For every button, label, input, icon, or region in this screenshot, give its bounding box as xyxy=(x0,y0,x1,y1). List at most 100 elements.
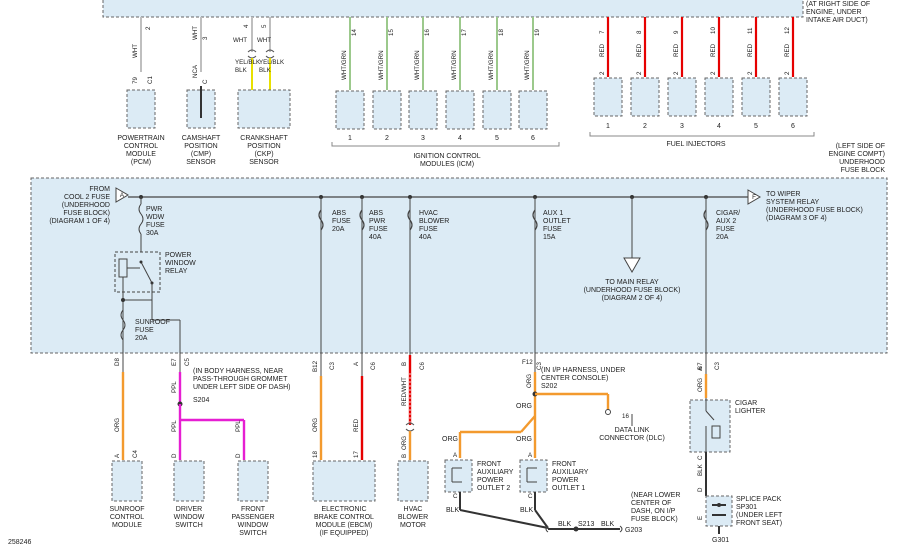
icm-pin-label: 19 xyxy=(534,29,541,36)
svg-text:C: C xyxy=(528,493,533,500)
icm-number: 5 xyxy=(495,135,499,142)
svg-text:PASSENGER: PASSENGER xyxy=(231,514,274,521)
icm-label: IGNITION CONTROL xyxy=(413,153,480,160)
svg-text:PASS-THROUGH GROMMET: PASS-THROUGH GROMMET xyxy=(193,376,288,383)
injector-conn-label: 2 xyxy=(599,71,606,75)
feed-source-label: FROM COOL 2 FUSE (UNDERHOOD FUSE BLOCK) … xyxy=(49,186,110,225)
svg-text:SUNROOF: SUNROOF xyxy=(110,506,145,513)
svg-text:A: A xyxy=(120,192,125,199)
ground-g203: BLK S213 BLK G203 (NEAR LOWER CENTER OF … xyxy=(545,492,680,534)
icm-module xyxy=(335,90,365,130)
pin-label: 2 xyxy=(145,26,152,30)
svg-text:(DIAGRAM 3 OF 4): (DIAGRAM 3 OF 4) xyxy=(766,215,827,222)
injector-wire-label: RED xyxy=(673,43,680,57)
svg-text:PPL: PPL xyxy=(171,381,178,393)
svg-text:S202: S202 xyxy=(541,383,557,390)
svg-text:MODULE: MODULE xyxy=(112,522,142,529)
injector-pin-label: 10 xyxy=(710,27,717,34)
svg-text:F12: F12 xyxy=(522,359,533,366)
svg-text:ORG: ORG xyxy=(114,418,121,432)
svg-text:S204: S204 xyxy=(193,397,209,404)
svg-text:C: C xyxy=(453,493,458,500)
svg-text:40A: 40A xyxy=(369,234,382,241)
injector-wire-label: RED xyxy=(636,43,643,57)
icm-module xyxy=(518,90,548,130)
svg-text:C: C xyxy=(697,455,704,460)
svg-text:PWR: PWR xyxy=(369,218,385,225)
underhood-line: (LEFT SIDE OF xyxy=(836,143,885,150)
main-relay-branch: TO MAIN RELAY (UNDERHOOD FUSE BLOCK) (DI… xyxy=(584,195,680,302)
wire-color-label: WHT xyxy=(233,37,247,44)
svg-text:ABS: ABS xyxy=(369,210,383,217)
underhood-line: UNDERHOOD xyxy=(839,159,885,166)
top-note-line: (AT RIGHT SIDE OF xyxy=(806,1,870,8)
injector-pin-label: 11 xyxy=(747,27,754,34)
icm-module xyxy=(482,90,512,130)
svg-text:S213: S213 xyxy=(578,521,594,528)
top-harness-panel xyxy=(102,0,804,18)
wire-color-label: YEL/BLK xyxy=(259,59,285,66)
pwr-wdw-fuse: PWR WDW FUSE 30A xyxy=(138,195,165,252)
cmp-circuit: WHT 3 NCA C CAMSHAFT POSITION (CMP) SENS… xyxy=(182,17,221,166)
svg-text:FUSE: FUSE xyxy=(135,327,154,334)
svg-text:(UNDERHOOD: (UNDERHOOD xyxy=(62,202,110,209)
cmp-label: SENSOR xyxy=(186,159,216,166)
injector-module xyxy=(667,77,697,117)
svg-text:FRONT: FRONT xyxy=(241,506,266,513)
svg-text:FRONT SEAT): FRONT SEAT) xyxy=(736,520,782,527)
svg-text:BRAKE CONTROL: BRAKE CONTROL xyxy=(314,514,374,521)
svg-text:18: 18 xyxy=(312,451,319,458)
icm-pin-label: 14 xyxy=(351,29,358,36)
icm-number: 6 xyxy=(531,135,535,142)
hvac-fuse: HVAC BLOWER FUSE 40A xyxy=(407,195,449,355)
injector-module xyxy=(630,77,660,117)
svg-text:PWR: PWR xyxy=(146,206,162,213)
icm-pin-label: 16 xyxy=(424,29,431,36)
pcm-label: CONTROL xyxy=(124,143,158,150)
svg-text:AUX 1: AUX 1 xyxy=(543,210,563,217)
svg-text:TO WIPER: TO WIPER xyxy=(766,191,800,198)
svg-text:G203: G203 xyxy=(625,527,642,534)
ckp-circuit: 4 5 WHT WHT YEL/BLK BLK YEL/BLK BLK CRAN… xyxy=(233,17,291,166)
svg-text:B: B xyxy=(401,454,408,458)
svg-text:UNDER LEFT SIDE OF DASH): UNDER LEFT SIDE OF DASH) xyxy=(193,384,291,391)
injector-number: 6 xyxy=(791,123,795,130)
injector-pin-label: 9 xyxy=(673,30,680,34)
icm-number: 3 xyxy=(421,135,425,142)
svg-text:WINDOW: WINDOW xyxy=(238,522,269,529)
icm-number: 1 xyxy=(348,135,352,142)
svg-text:(IN BODY HARNESS, NEAR: (IN BODY HARNESS, NEAR xyxy=(193,368,283,375)
injector-module xyxy=(593,77,623,117)
svg-text:20A: 20A xyxy=(716,234,729,241)
ckp-label: (CKP) xyxy=(254,151,273,158)
wire-color-label: WHT xyxy=(192,26,199,40)
svg-text:C5: C5 xyxy=(184,358,191,366)
svg-text:ORG: ORG xyxy=(526,374,533,388)
svg-text:17: 17 xyxy=(353,451,360,458)
svg-text:C3: C3 xyxy=(714,362,721,370)
icm-number: 2 xyxy=(385,135,389,142)
svg-text:MODULE (EBCM): MODULE (EBCM) xyxy=(316,522,373,529)
connector-label: NCA xyxy=(192,64,199,78)
svg-text:(DIAGRAM 1 OF 4): (DIAGRAM 1 OF 4) xyxy=(49,218,110,225)
abs-pwr-fuse: ABS PWR FUSE 40A xyxy=(359,195,388,355)
injector-wire-label: RED xyxy=(784,43,791,57)
svg-text:FUSE BLOCK): FUSE BLOCK) xyxy=(631,516,678,523)
icm-group: IGNITION CONTROL MODULES (ICM) 14WHT/GRN… xyxy=(331,17,560,168)
svg-text:POWER: POWER xyxy=(165,252,191,259)
connector-label: C xyxy=(202,79,209,84)
svg-text:ORG: ORG xyxy=(401,436,408,450)
svg-text:FUSE BLOCK): FUSE BLOCK) xyxy=(63,210,110,217)
injector-number: 1 xyxy=(606,123,610,130)
svg-text:OUTLET 2: OUTLET 2 xyxy=(477,485,510,492)
pin-label: 79 xyxy=(132,77,139,84)
svg-text:E: E xyxy=(697,516,704,520)
svg-text:BLK: BLK xyxy=(446,507,460,514)
svg-text:AUXILIARY: AUXILIARY xyxy=(552,469,589,476)
injector-wire-label: RED xyxy=(599,43,606,57)
svg-text:B: B xyxy=(401,362,408,366)
svg-text:D: D xyxy=(697,487,704,492)
svg-text:ORG: ORG xyxy=(312,418,319,432)
svg-text:TO MAIN RELAY: TO MAIN RELAY xyxy=(605,279,659,286)
diagram-id: 258246 xyxy=(8,539,31,546)
